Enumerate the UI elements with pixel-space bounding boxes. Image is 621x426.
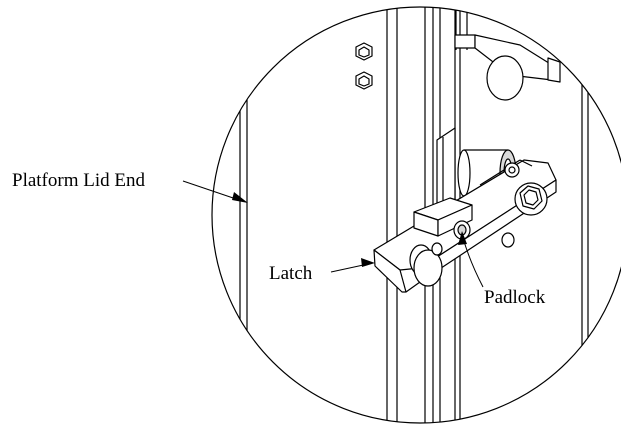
- platform-lid-end-panel: [239, 7, 248, 423]
- latch-bolt: [514, 182, 548, 216]
- upper-bracket: [454, 34, 561, 101]
- hex-nut-upper: [355, 42, 373, 61]
- leader-padlock: [458, 231, 484, 288]
- label-padlock: Padlock: [484, 287, 546, 308]
- leader-latch: [330, 258, 375, 273]
- padlock-hasp: [413, 197, 473, 240]
- label-platform-lid-end: Platform Lid End: [12, 170, 145, 191]
- detail-circle: [211, 6, 621, 424]
- latch-knob: [409, 242, 443, 287]
- label-latch: Latch: [269, 263, 313, 284]
- hex-nut-lower: [355, 71, 373, 90]
- detail-view: [239, 7, 589, 423]
- latch-boss: [501, 162, 520, 248]
- leader-platform-lid-end: [182, 180, 248, 203]
- right-panel: [581, 7, 589, 423]
